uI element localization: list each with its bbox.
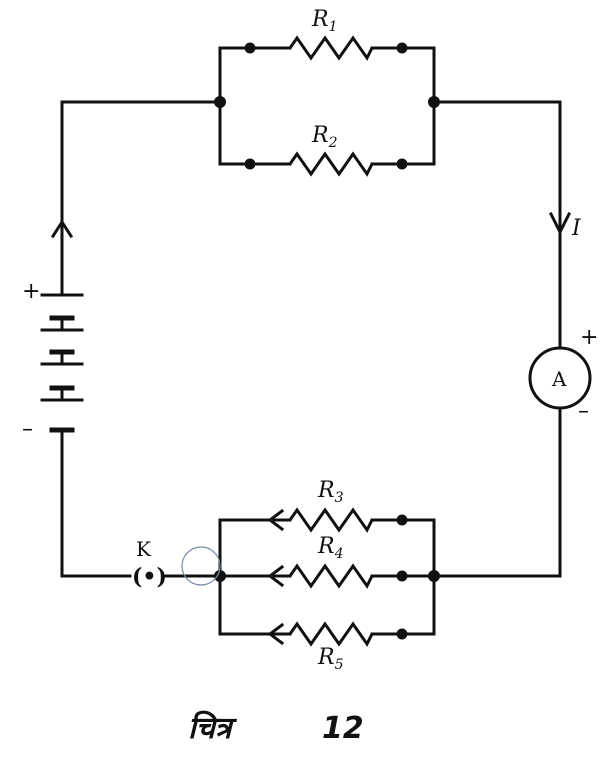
key-label: K <box>136 537 152 561</box>
label-r4: R4 <box>317 534 344 562</box>
resistor-r1 <box>288 35 374 61</box>
junction-top-left <box>214 96 226 108</box>
cursor-ring <box>181 546 221 586</box>
junction-bottom-right <box>428 570 440 582</box>
battery-minus-sign: – <box>22 417 33 442</box>
wire-left-top <box>60 100 222 297</box>
arrow-right-wire <box>548 211 572 236</box>
battery <box>40 293 84 433</box>
resistor-r4 <box>288 563 374 589</box>
current-label: I <box>571 216 582 241</box>
wire-left-bottom <box>60 428 132 578</box>
resistor-r3 <box>288 507 374 533</box>
label-r2: R2 <box>311 123 338 151</box>
caption-word: चित्र <box>188 710 238 746</box>
wire-right-top <box>432 100 562 350</box>
wire-right-bottom <box>432 406 562 578</box>
resistor-r5 <box>288 621 374 647</box>
label-r1: R1 <box>311 7 338 35</box>
resistor-r2 <box>288 151 374 177</box>
label-r5: R5 <box>317 645 344 673</box>
ammeter-plus-sign: + <box>580 325 598 350</box>
key-symbol[interactable]: (•) <box>132 564 167 590</box>
caption-number: 12 <box>322 711 364 746</box>
label-r3: R3 <box>317 478 344 506</box>
ammeter-minus-sign: – <box>578 399 589 424</box>
battery-plus-sign: + <box>22 279 40 304</box>
arrow-left-wire <box>50 219 74 239</box>
ammeter-label: A <box>551 367 567 391</box>
